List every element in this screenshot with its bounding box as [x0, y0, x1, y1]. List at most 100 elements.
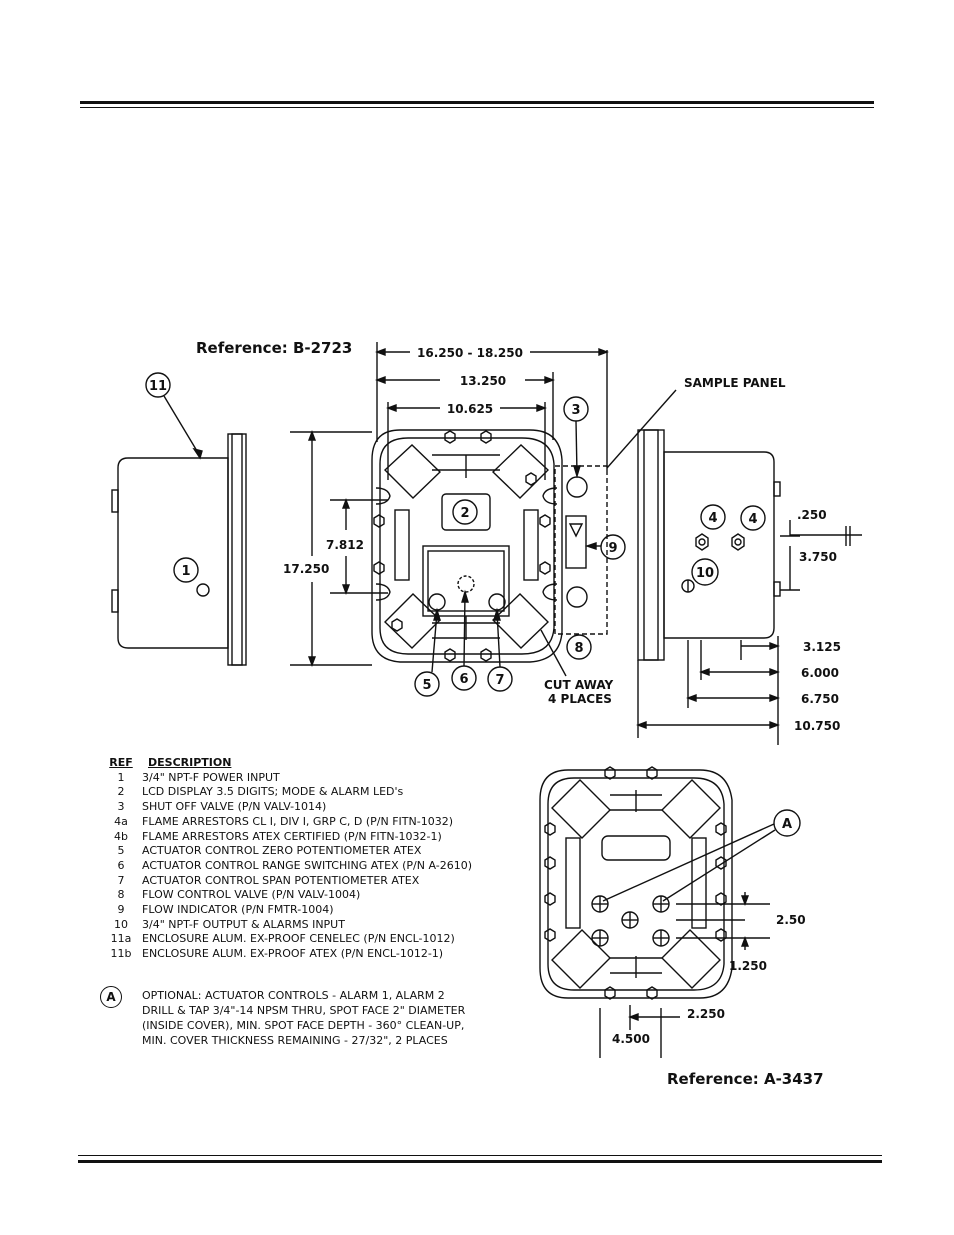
svg-text:A: A [782, 817, 792, 832]
dimension-10625: 10.625 [386, 402, 547, 480]
svg-text:6: 6 [459, 672, 468, 687]
callout-4b: 4 [740, 505, 766, 531]
svg-text:10.625: 10.625 [447, 402, 493, 416]
legend-ref: 11a [110, 932, 132, 946]
dimension-250: .250 [780, 508, 827, 537]
dimension-4-500: 4.500 [599, 1008, 662, 1058]
svg-text:5: 5 [422, 678, 431, 693]
svg-text:2.50: 2.50 [776, 913, 806, 927]
legend-row: 11a ENCLOSURE ALUM. EX-PROOF CENELEC (P/N… [100, 932, 520, 947]
svg-text:4.500: 4.500 [612, 1032, 650, 1046]
legend-ref: 3 [117, 800, 125, 814]
legend-ref: 4b [114, 829, 128, 843]
svg-text:1: 1 [181, 564, 190, 579]
legend-ref: 5 [117, 844, 125, 858]
bottom-rule-thin [78, 1155, 882, 1156]
dimension-13250: 13.250 [375, 372, 555, 440]
legend-description: ENCLOSURE ALUM. EX-PROOF CENELEC (P/N EN… [142, 932, 455, 946]
reference-top: Reference: B-2723 [196, 339, 352, 357]
callout-2: 2 [452, 499, 478, 525]
dimension-2-250: 2.250 [628, 1005, 725, 1030]
legend-description: 3/4" NPT-F OUTPUT & ALARMS INPUT [142, 917, 345, 931]
legend-ref: 4a [114, 814, 128, 828]
legend-description: FLOW INDICATOR (P/N FMTR-1004) [142, 903, 334, 917]
legend-row: 10 3/4" NPT-F OUTPUT & ALARMS INPUT [100, 918, 520, 933]
cut-away-label-2: 4 PLACES [548, 692, 612, 706]
dimension-2-50: 2.50 [676, 892, 806, 950]
dimension-7812: 7.812 [326, 498, 388, 595]
svg-text:16.250 - 18.250: 16.250 - 18.250 [417, 346, 523, 360]
svg-text:11: 11 [149, 379, 167, 394]
legend-row: 3 SHUT OFF VALVE (P/N VALV-1014) [100, 800, 520, 815]
svg-text:7.812: 7.812 [326, 538, 364, 552]
dimension-6000: 6.000 [699, 640, 839, 680]
optional-line: MIN. COVER THICKNESS REMAINING - 27/32",… [142, 1034, 448, 1047]
callout-5: 5 [414, 607, 441, 697]
callout-1: 1 [173, 557, 199, 583]
svg-text:8: 8 [574, 641, 583, 656]
legend-ref: 11b [110, 947, 132, 961]
bottom-enclosure-view [539, 766, 733, 1000]
legend-description: FLAME ARRESTORS ATEX CERTIFIED (P/N FITN… [142, 829, 442, 843]
legend-ref: 7 [117, 873, 125, 887]
dimension-3750: 3.750 [780, 546, 837, 591]
callout-4a: 4 [700, 504, 726, 530]
optional-line: (INSIDE COVER), MIN. SPOT FACE DEPTH - 3… [142, 1019, 465, 1032]
dimension-3125: 3.125 [740, 636, 841, 745]
dimension-1-250: 1.250 [676, 919, 767, 973]
sample-panel-label: SAMPLE PANEL [684, 376, 786, 390]
dimension-16250: 16.250 - 18.250 [375, 342, 609, 470]
optional-lines: OPTIONAL: ACTUATOR CONTROLS - ALARM 1, A… [142, 988, 465, 1048]
svg-text:6.000: 6.000 [801, 666, 839, 680]
legend-ref: 6 [117, 858, 125, 872]
svg-text:17.250: 17.250 [283, 562, 329, 576]
svg-text:.250: .250 [797, 508, 827, 522]
front-view-enclosure [371, 429, 563, 663]
callout-A: A [602, 809, 801, 902]
legend-row: 11b ENCLOSURE ALUM. EX-PROOF ATEX (P/N EN… [100, 947, 520, 962]
legend-description: ACTUATOR CONTROL ZERO POTENTIOMETER ATEX [142, 844, 422, 858]
sample-panel [554, 465, 608, 635]
dimension-10750: 10.750 [636, 660, 840, 738]
legend-header-description: DESCRIPTION [148, 756, 232, 769]
legend-description: FLAME ARRESTORS CL I, DIV I, GRP C, D (P… [142, 814, 453, 828]
callout-3: 3 [563, 396, 589, 479]
svg-text:3: 3 [571, 403, 580, 418]
svg-text:2.250: 2.250 [687, 1007, 725, 1021]
top-rule-thick [80, 101, 874, 104]
dimension-6750: 6.750 [686, 640, 839, 708]
bottom-rule-thick [78, 1160, 882, 1163]
svg-text:6.750: 6.750 [801, 692, 839, 706]
legend-description: SHUT OFF VALVE (P/N VALV-1014) [142, 800, 327, 814]
svg-text:10: 10 [696, 566, 714, 581]
reference-bottom: Reference: A-3437 [667, 1070, 824, 1088]
left-side-view [111, 433, 247, 666]
callout-6: 6 [451, 589, 477, 691]
callout-9: 9 [584, 534, 626, 560]
legend-description: FLOW CONTROL VALVE (P/N VALV-1004) [142, 888, 361, 902]
svg-text:4: 4 [748, 512, 757, 527]
top-rule-thin [80, 107, 874, 108]
svg-text:1.250: 1.250 [729, 959, 767, 973]
cut-away-label-1: CUT AWAY [544, 678, 613, 692]
svg-text:10.750: 10.750 [794, 719, 840, 733]
legend-header-ref: REF [109, 756, 133, 769]
optional-line: OPTIONAL: ACTUATOR CONTROLS - ALARM 1, A… [142, 989, 445, 1002]
svg-text:4: 4 [708, 511, 717, 526]
legend-ref: 1 [117, 770, 125, 784]
svg-text:3.750: 3.750 [799, 550, 837, 564]
legend-ref: 10 [114, 917, 128, 931]
dimension-17250: 17.250 [283, 430, 372, 667]
legend-row: 5 ACTUATOR CONTROL ZERO POTENTIOMETER ATE… [100, 844, 520, 859]
callout-7: 7 [487, 607, 513, 692]
legend-row: 4a FLAME ARRESTORS CL I, DIV I, GRP C, D … [100, 815, 520, 830]
legend-description: ENCLOSURE ALUM. EX-PROOF ATEX (P/N ENCL-… [142, 947, 444, 961]
callout-8: 8 [566, 634, 592, 660]
